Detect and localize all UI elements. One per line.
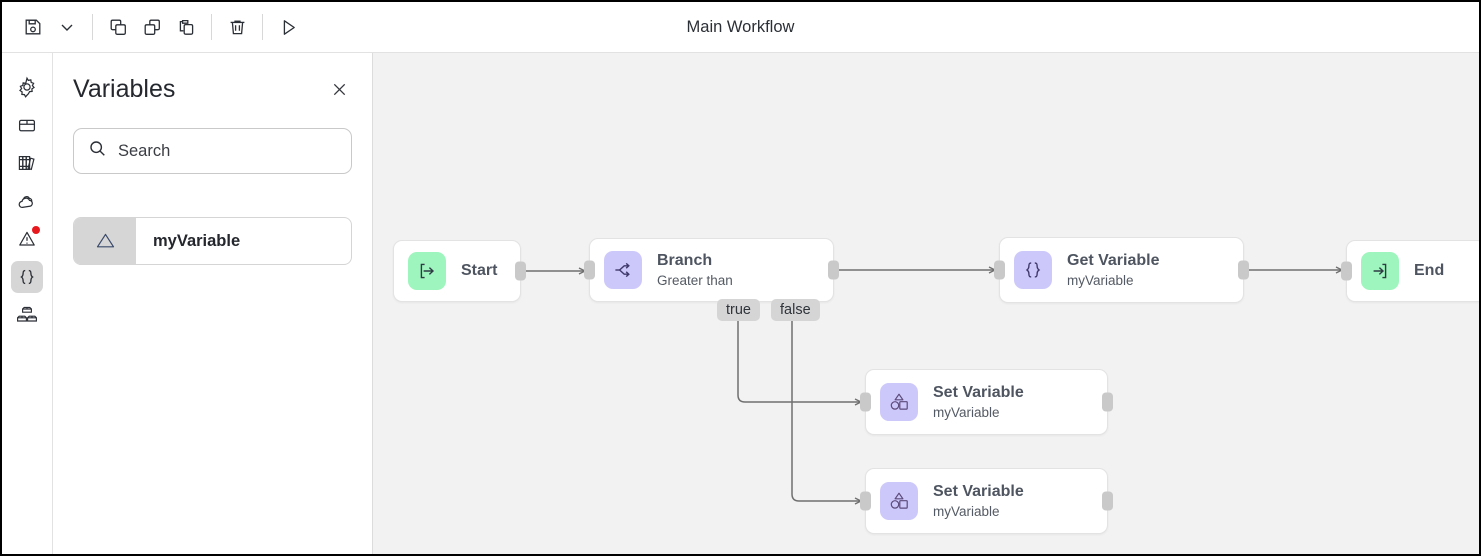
sidebar-item-issues[interactable] [11, 223, 43, 255]
panel-title: Variables [73, 75, 176, 103]
workflow-canvas[interactable]: Start Branch Greater than [373, 53, 1479, 554]
node-title: Get Variable [1067, 251, 1160, 269]
node-set-variable-2[interactable]: Set Variable myVariable [860, 468, 1113, 534]
search-icon [88, 139, 107, 163]
node-title: Set Variable [933, 482, 1024, 500]
port-out[interactable] [515, 261, 526, 281]
node-end[interactable]: End [1341, 240, 1479, 302]
copy-button[interactable] [101, 10, 135, 44]
node-subtitle: myVariable [933, 504, 1000, 520]
arrow-enter-bracket-icon [1361, 252, 1399, 290]
search-input[interactable] [118, 141, 338, 161]
port-in[interactable] [860, 491, 871, 511]
sidebar-item-variables[interactable] [11, 261, 43, 293]
save-dropdown-button[interactable] [50, 10, 84, 44]
branch-pin-true[interactable]: true [717, 299, 760, 321]
node-branch[interactable]: Branch Greater than [584, 238, 839, 302]
sidebar-item-library[interactable] [11, 147, 43, 179]
node-subtitle: Greater than [657, 273, 733, 289]
delete-button[interactable] [220, 10, 254, 44]
edges-layer [523, 53, 1479, 554]
port-in[interactable] [1341, 261, 1352, 281]
port-in[interactable] [860, 392, 871, 412]
search-box[interactable] [73, 128, 352, 174]
node-text: Get Variable myVariable [1067, 252, 1160, 288]
sidebar-item-settings[interactable] [11, 71, 43, 103]
port-in[interactable] [584, 260, 595, 280]
icon-rail [2, 53, 53, 554]
node-text: Branch Greater than [657, 252, 733, 288]
node-title: Set Variable [933, 383, 1024, 401]
shapes-icon [880, 482, 918, 520]
arrow-exit-bracket-icon [408, 252, 446, 290]
sidebar-item-blocks[interactable] [11, 299, 43, 331]
toolbar: Main Workflow [2, 2, 1479, 53]
triangle-icon [74, 218, 136, 264]
node-set-variable-1[interactable]: Set Variable myVariable [860, 369, 1113, 435]
duplicate-button[interactable] [135, 10, 169, 44]
sidebar-item-packages[interactable] [11, 109, 43, 141]
node-get-variable[interactable]: Get Variable myVariable [994, 237, 1249, 303]
toolbar-divider-3 [262, 14, 263, 40]
variable-name: myVariable [153, 231, 241, 250]
port-out[interactable] [1238, 260, 1249, 280]
panel-header: Variables [73, 75, 352, 104]
sidebar-item-cloud[interactable] [11, 185, 43, 217]
toolbar-divider-1 [92, 14, 93, 40]
variables-panel: Variables [53, 53, 373, 554]
port-out[interactable] [1102, 392, 1113, 412]
toolbar-divider-2 [211, 14, 212, 40]
port-out[interactable] [1102, 491, 1113, 511]
branch-pin-false[interactable]: false [771, 299, 820, 321]
run-button[interactable] [271, 10, 305, 44]
curly-braces-icon [1014, 251, 1052, 289]
list-item[interactable]: myVariable [73, 217, 352, 265]
node-subtitle: myVariable [1067, 273, 1134, 289]
branch-split-icon [604, 251, 642, 289]
node-text: Set Variable myVariable [933, 483, 1024, 519]
node-text: Set Variable myVariable [933, 384, 1024, 420]
port-in[interactable] [994, 260, 1005, 280]
node-subtitle: myVariable [933, 405, 1000, 421]
save-button[interactable] [16, 10, 50, 44]
node-text: End [1414, 262, 1444, 280]
issues-badge [32, 226, 40, 234]
editor-body: Variables [2, 53, 1479, 554]
node-text: Start [461, 262, 497, 280]
node-title: Start [461, 261, 498, 279]
node-title: End [1414, 261, 1445, 279]
close-icon[interactable] [326, 77, 352, 103]
node-title: Branch [657, 251, 713, 269]
variables-list: myVariable [73, 217, 352, 265]
shapes-icon [880, 383, 918, 421]
port-out[interactable] [828, 260, 839, 280]
node-start[interactable]: Start [393, 240, 526, 302]
paste-button[interactable] [169, 10, 203, 44]
